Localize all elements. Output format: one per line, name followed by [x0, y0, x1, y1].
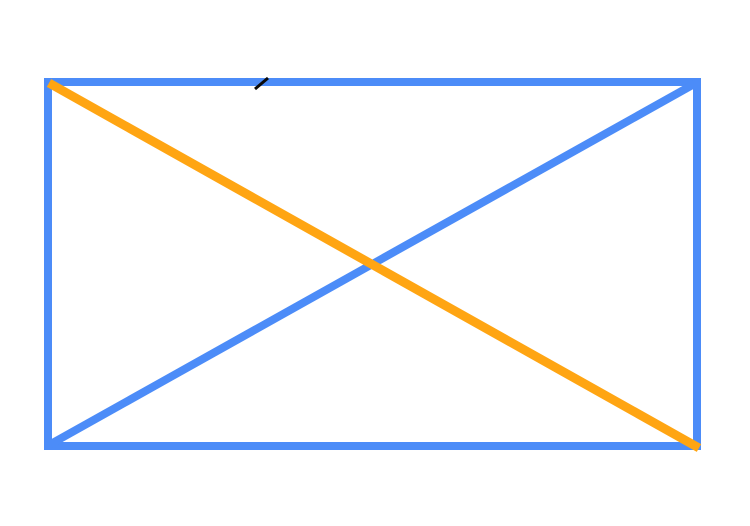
rectangle-outline [44, 78, 701, 450]
top-side-tick-mark [254, 76, 269, 91]
orange-diagonal [46, 79, 702, 452]
